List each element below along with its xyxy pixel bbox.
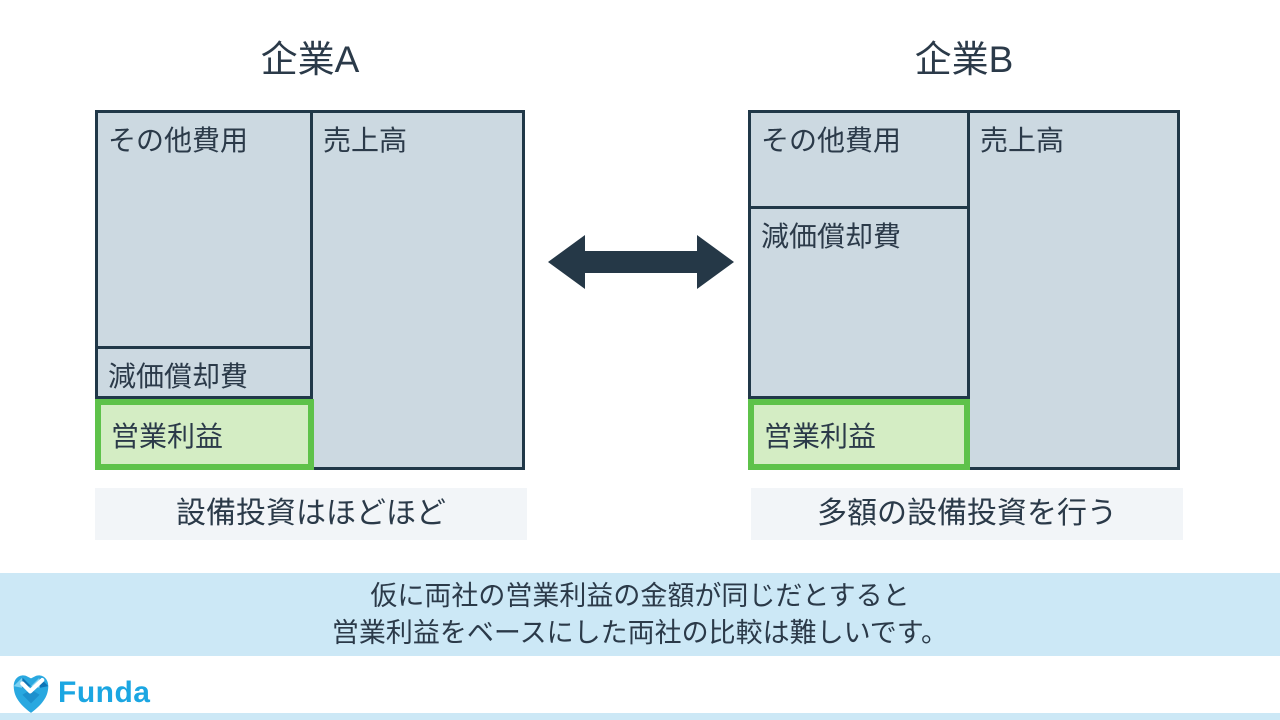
explanation-banner: 仮に両社の営業利益の金額が同じだとすると 営業利益をベースにした両社の比較は難し…: [0, 573, 1280, 656]
company-b-title: 企業B: [914, 39, 1014, 80]
bottom-accent-strip: [0, 713, 1280, 720]
company-a-pl-box: その他費用 減価償却費 営業利益 売上高: [95, 110, 525, 470]
company-b-depreciation-cell: 減価償却費: [751, 209, 967, 399]
company-b-operating-profit-cell: 営業利益: [748, 399, 970, 470]
funda-logo: Funda: [12, 670, 151, 716]
funda-gem-icon: [13, 675, 49, 713]
funda-logo-text: Funda: [58, 676, 151, 709]
banner-line-2: 営業利益をベースにした両社の比較は難しいです。: [331, 618, 949, 648]
company-a-caption: 設備投資はほどほど: [95, 488, 527, 540]
company-b-pl-box: その他費用 減価償却費 営業利益 売上高: [748, 110, 1180, 470]
company-b-caption: 多額の設備投資を行う: [751, 488, 1183, 540]
company-a-sales-cell: 売上高: [323, 125, 408, 156]
company-a-operating-profit-cell: 営業利益: [95, 399, 314, 470]
compare-double-arrow-icon: [548, 235, 734, 289]
company-b-sales-column: 売上高: [970, 113, 1177, 467]
company-a-sales-column: 売上高: [313, 113, 522, 467]
company-b-sales-cell: 売上高: [980, 125, 1065, 156]
company-a-cost-column: その他費用 減価償却費 営業利益: [95, 113, 314, 470]
company-a-title: 企業A: [260, 39, 360, 80]
company-b-cost-column: その他費用 減価償却費 営業利益: [748, 113, 970, 470]
company-b-other-expenses-cell: その他費用: [751, 113, 967, 209]
banner-line-1: 仮に両社の営業利益の金額が同じだとすると: [370, 581, 910, 611]
company-a-depreciation-cell: 減価償却費: [98, 349, 310, 399]
company-a-other-expenses-cell: その他費用: [98, 113, 310, 349]
